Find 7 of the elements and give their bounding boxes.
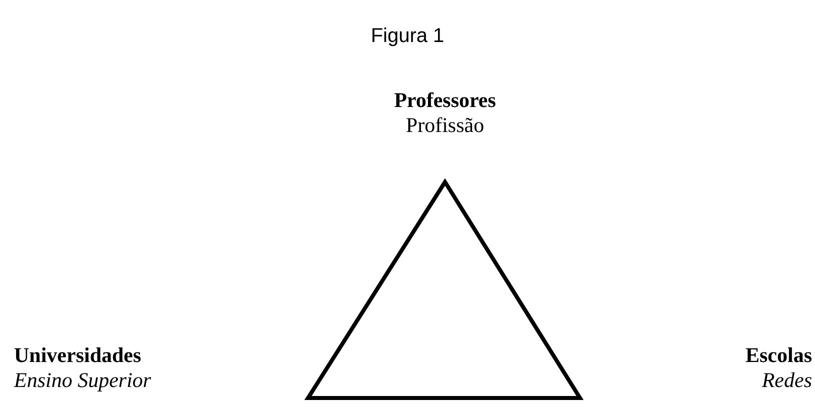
vertex-heading: Universidades — [14, 343, 142, 368]
vertex-heading: Escolas — [745, 343, 812, 368]
figure-title: Figura 1 — [370, 24, 444, 48]
vertex-heading: Professores — [394, 88, 496, 113]
vertex-subtitle: Profissão — [406, 113, 484, 138]
vertex-subtitle: Ensino Superior — [14, 368, 152, 393]
vertex-subtitle: Redes — [762, 368, 812, 393]
